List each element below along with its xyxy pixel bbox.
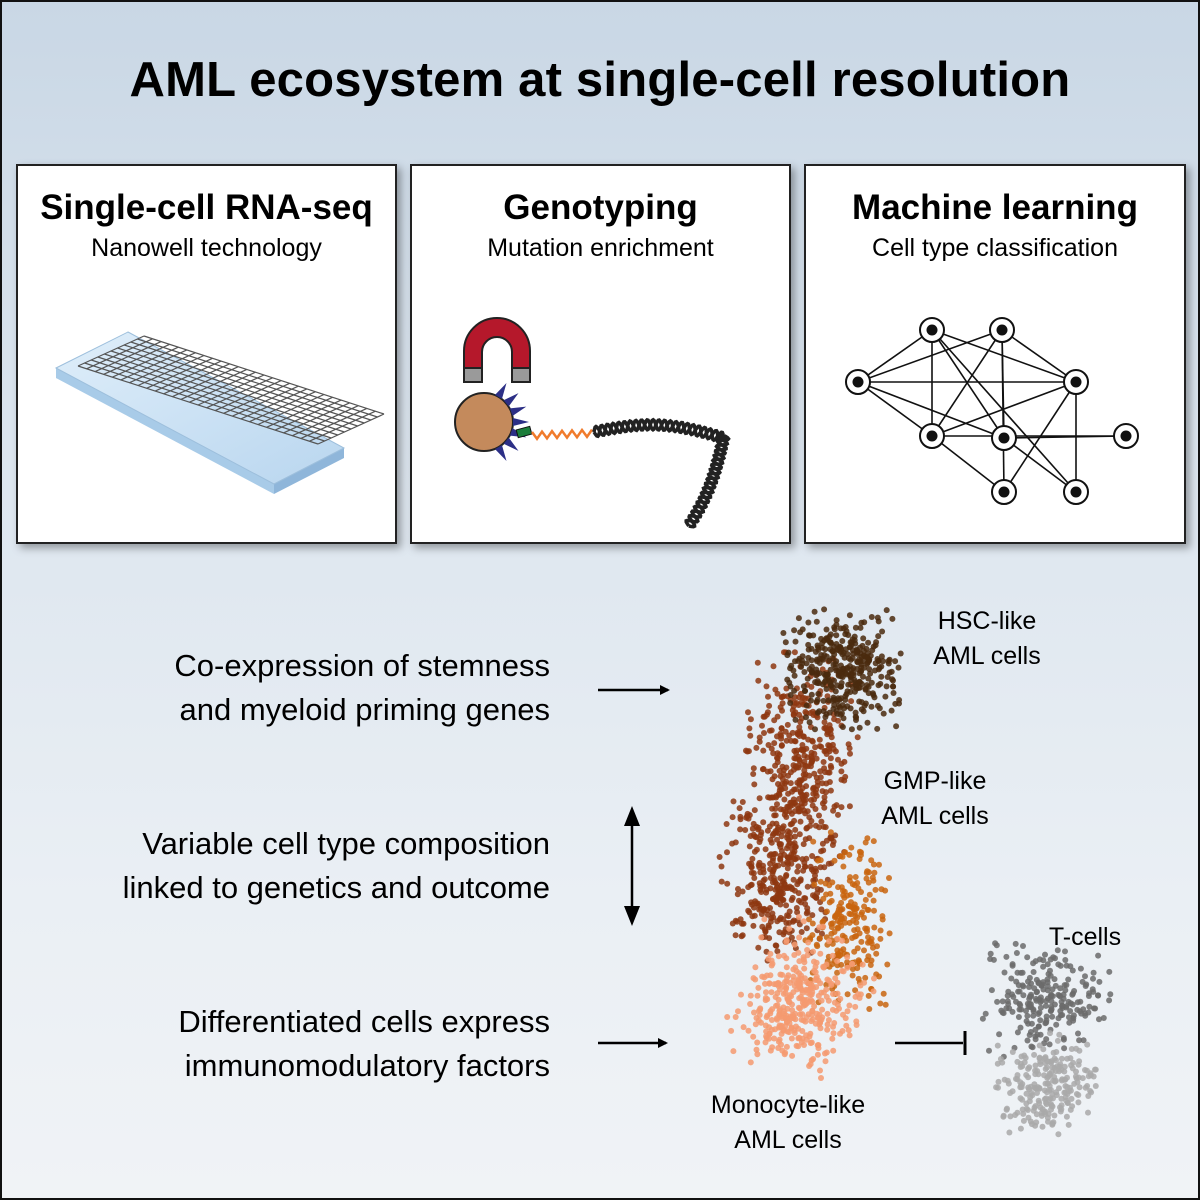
panel-genotyping: Genotyping Mutation enrichment	[410, 164, 791, 544]
magnet-icon	[463, 317, 531, 383]
panel-title: Machine learning	[852, 188, 1138, 227]
panel-machine-learning: Machine learning Cell type classificatio…	[804, 164, 1186, 544]
finding-composition: Variable cell type composition linked to…	[122, 826, 550, 905]
panel-subtitle: Nanowell technology	[91, 234, 322, 262]
magnetic-bead-dna-icon	[454, 317, 731, 529]
nanowell-chip-icon	[54, 331, 385, 494]
page-title: AML ecosystem at single-cell resolution	[129, 53, 1071, 107]
cluster-hsc-points	[780, 606, 904, 733]
finding-stemness: Co-expression of stemness and myeloid pr…	[174, 648, 550, 727]
label-t-cells: T-cells	[1048, 923, 1122, 951]
neural-network-icon	[845, 317, 1139, 505]
panel-scrnaseq: Single-cell RNA-seq Nanowell technology	[16, 164, 397, 544]
cluster-monocyte-points	[724, 914, 877, 1081]
label-monocyte-like: Monocyte-like AML cells	[710, 1091, 866, 1154]
panel-subtitle: Cell type classification	[872, 234, 1118, 262]
cluster-tcell-light-points	[993, 1030, 1099, 1138]
cluster-gmp-points	[716, 649, 861, 964]
panel-title: Single-cell RNA-seq	[40, 188, 373, 227]
label-gmp-like: GMP-like AML cells	[881, 767, 989, 830]
finding-immunomodulatory: Differentiated cells express immunomodul…	[178, 1004, 550, 1083]
inhibition-arrow-icon	[895, 1031, 967, 1055]
double-vertical-arrow-icon	[624, 806, 640, 926]
cluster-tcell-dark-points	[979, 940, 1114, 1060]
panel-subtitle: Mutation enrichment	[487, 234, 714, 262]
panel-title: Genotyping	[503, 188, 698, 227]
label-hsc-like: HSC-like AML cells	[933, 607, 1041, 670]
